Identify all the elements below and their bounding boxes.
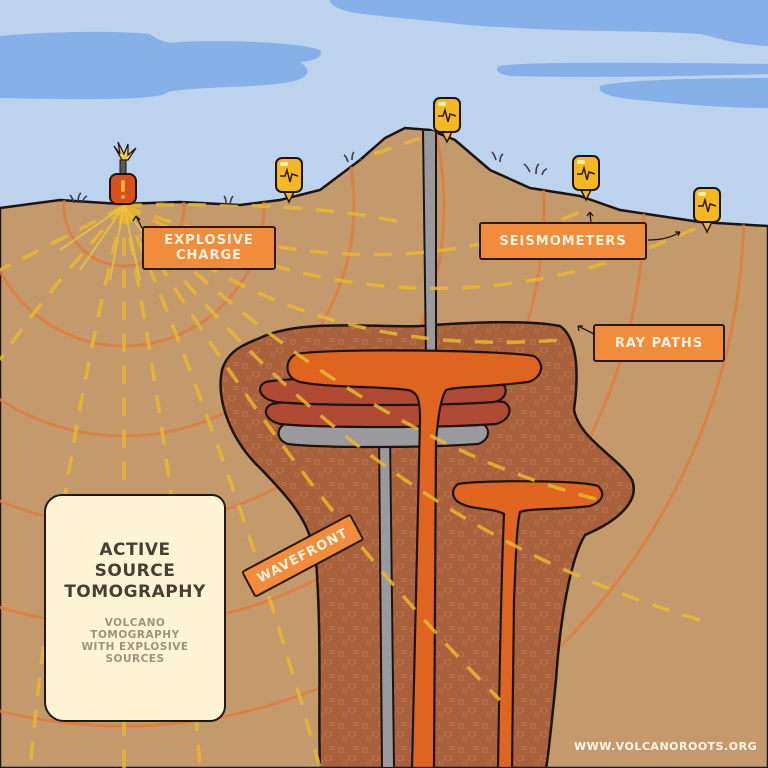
label-seismometers: SEISMOMETERS [479,222,647,260]
explosive-charge [109,141,137,205]
cloud-right-b [599,78,768,108]
subtitle-line: WITH EXPLOSIVE [81,641,189,653]
seismograph-pulse-icon [280,167,299,183]
seismograph-pulse-icon [577,165,596,181]
seismometer-2 [433,97,461,144]
magma-chamber-lower [452,480,604,768]
title-card: ACTIVE SOURCE TOMOGRAPHY VOLCANO TOMOGRA… [44,494,226,722]
seismograph-pulse-icon [698,197,717,213]
spark-burst-icon [113,141,137,161]
seismometer-4 [693,187,721,234]
subtitle-line: VOLCANO [104,617,166,629]
diagram-subtitle: VOLCANO TOMOGRAPHY WITH EXPLOSIVE SOURCE… [46,617,224,665]
subtitle-line: SOURCES [105,653,165,665]
cloud-top-right [330,0,768,46]
label-text: RAY PATHS [614,335,704,351]
label-ray-paths: RAY PATHS [593,324,725,362]
label-text: EXPLOSIVE CHARGE [164,233,254,263]
subtitle-line: TOMOGRAPHY [90,629,180,641]
label-explosive-charge: EXPLOSIVE CHARGE [142,226,276,270]
title-line: ACTIVE [99,540,171,560]
seismograph-pulse-icon [438,107,457,123]
title-line: SOURCE [94,561,176,581]
pointer-arrows [132,211,681,335]
cloud-right-a [496,62,768,77]
title-line: TOMOGRAPHY [64,582,206,602]
website-credit: WWW.VOLCANOROOTS.ORG [574,740,758,753]
grass-tufts [69,151,548,205]
cloud-left [0,31,321,100]
seismometer-1 [275,157,303,204]
conduit-upper [421,129,437,361]
diagram-title: ACTIVE SOURCE TOMOGRAPHY [46,540,224,603]
seismometer-3 [572,155,600,202]
label-text: SEISMOMETERS [499,233,627,249]
